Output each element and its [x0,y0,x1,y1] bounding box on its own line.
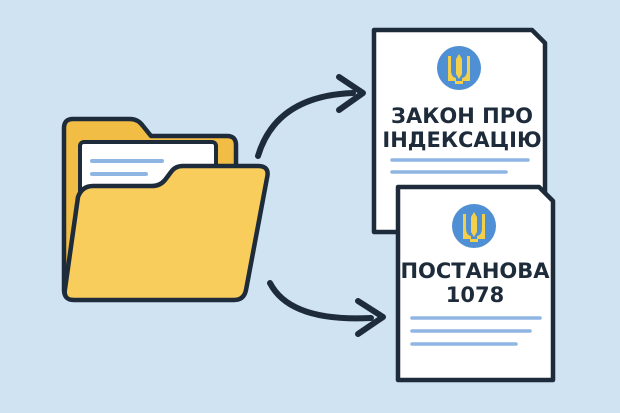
arrow-icon [267,280,386,337]
trident-emblem-icon [452,204,496,248]
document-title-line2: ІНДЕКСАЦІЮ [382,128,541,152]
folder-front [62,163,270,303]
document-icon: ЗАКОН ПРО ІНДЕКСАЦІЮ [371,27,548,235]
document-title-line1: ПОСТАНОВА [400,259,550,283]
document-title-line2: 1078 [446,283,504,307]
document-title-line1: ЗАКОН ПРО [391,104,533,128]
document-icon: ПОСТАНОВА 1078 [395,184,556,383]
folder-icon [61,116,270,303]
trident-emblem-icon [437,46,481,90]
arrow-icon [255,74,366,159]
